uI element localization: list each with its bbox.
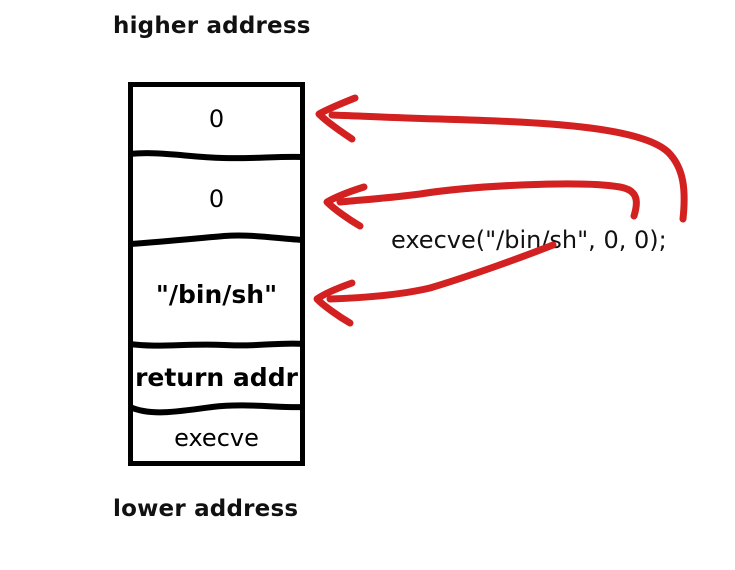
arrow-to-arg3-zero-head <box>315 94 359 143</box>
stack-cell-label: return addr <box>135 363 298 392</box>
arrow-to-binsh-head <box>313 279 356 327</box>
arrow-to-arg3-zero-shaft <box>328 111 688 223</box>
stack-outline-border <box>128 82 305 466</box>
stack-cell-label: execve <box>174 424 259 452</box>
stack-cell-execve: execve <box>128 410 305 466</box>
stack-cell-arg3: 0 <box>128 82 305 155</box>
stack-cell-arg2: 0 <box>128 155 305 243</box>
stack-cell-return-addr: return addr <box>128 345 305 410</box>
lower-address-label: lower address <box>113 496 299 522</box>
execve-call-annotation: execve("/bin/sh", 0, 0); <box>391 226 667 254</box>
stack-cell-label: 0 <box>208 104 225 133</box>
higher-address-label: higher address <box>113 13 311 39</box>
arrow-to-arg2-zero-shaft <box>336 180 640 220</box>
stack-frame: 0 0 "/bin/sh" return addr execve <box>128 82 305 466</box>
stack-cell-label: 0 <box>208 185 225 213</box>
stack-cell-label: "/bin/sh" <box>155 279 278 309</box>
arrow-to-arg2-zero-head <box>323 183 368 230</box>
stack-cell-binsh: "/bin/sh" <box>128 243 305 345</box>
